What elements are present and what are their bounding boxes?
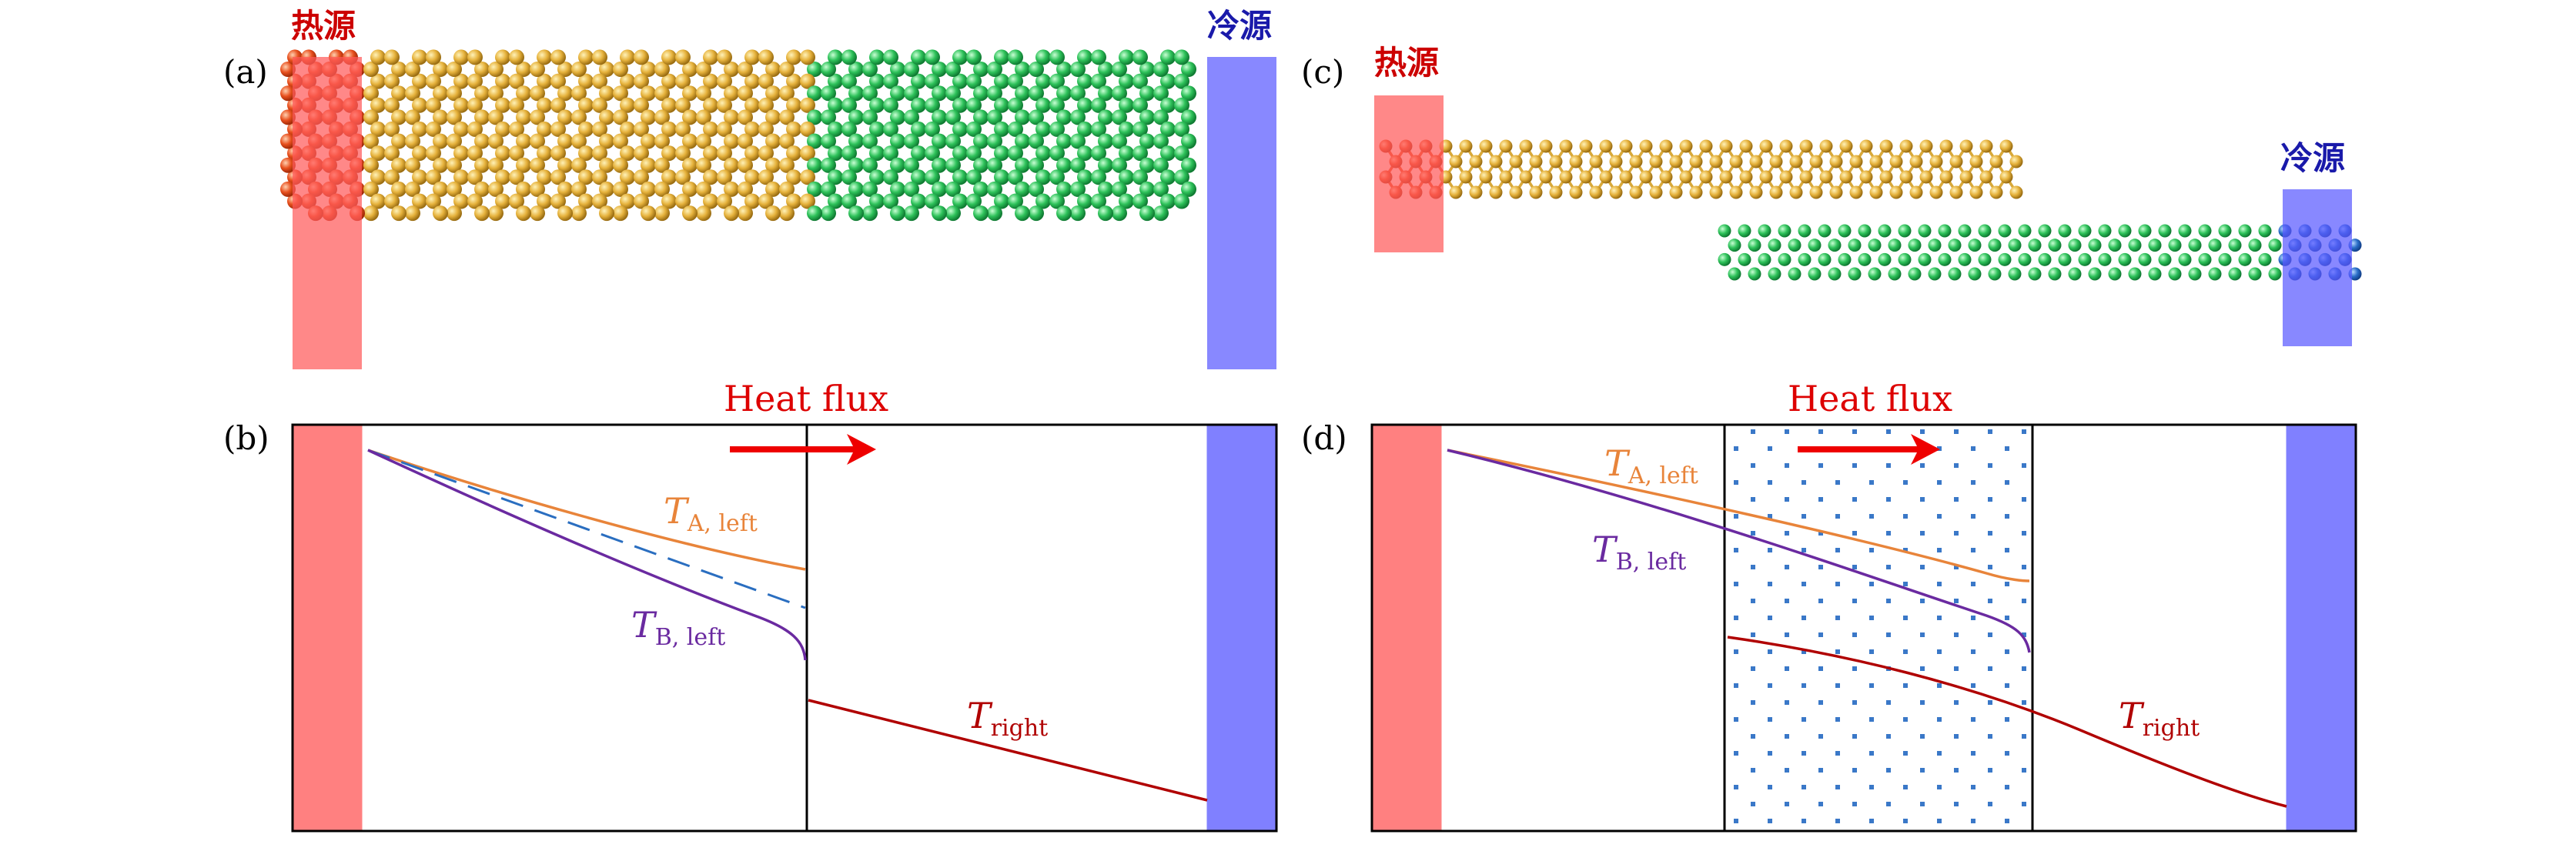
- panel-b-curve-t-a-left: [367, 449, 806, 571]
- panel-b: (b) Heat flux TA, left TB, left Tright: [223, 378, 1278, 833]
- panel-d-curve-t-a-left: [1447, 449, 2030, 582]
- panel-a-cold-reservoir: [1207, 57, 1276, 369]
- panel-d-curve-t-right: [1727, 636, 2287, 808]
- panel-d-t-right-label: Tright: [2119, 695, 2200, 742]
- panel-d-heat-flux-label: Heat flux: [1788, 378, 1952, 419]
- panel-c-ribbon-a: [1379, 139, 2023, 199]
- panel-b-curve-mean-dashed: [367, 449, 806, 609]
- panel-c: (c) 热源 冷源: [1301, 44, 2362, 346]
- panel-c-label: (c): [1301, 53, 1344, 91]
- panel-d-curve-t-b-left: [1447, 449, 2031, 653]
- panel-a-atoms: [280, 49, 1196, 222]
- panel-c-cold-reservoir: [2283, 189, 2352, 346]
- panel-d-t-a-left-label: TA, left: [1604, 442, 1698, 489]
- panel-a-hot-source-label: 热源: [291, 7, 356, 45]
- panel-d-t-b-left-label: TB, left: [1592, 529, 1686, 576]
- panel-b-t-b-left-label: TB, left: [631, 604, 725, 651]
- panel-b-heat-flux-arrow-head: [847, 434, 876, 465]
- panel-d: (d) Heat flux TA, left TB, left Tright: [1301, 378, 2357, 833]
- panel-a-hot-reservoir: [293, 57, 362, 369]
- panel-b-t-right-label: Tright: [967, 695, 1048, 742]
- panel-a-label: (a): [223, 53, 268, 91]
- panel-d-label: (d): [1301, 419, 1347, 457]
- panel-d-overlap-region: [1725, 426, 2032, 830]
- panel-b-cold-reservoir: [1206, 426, 1276, 830]
- panel-d-cold-reservoir: [2286, 426, 2355, 830]
- panel-a: (a) 热源 冷源: [223, 7, 1276, 369]
- panel-b-hot-reservoir: [293, 426, 363, 830]
- panel-b-curve-t-right: [808, 699, 1208, 802]
- panel-d-heat-flux-arrow-head: [1911, 434, 1940, 465]
- panel-a-lattice: [280, 49, 1196, 222]
- panel-b-heat-flux-label: Heat flux: [724, 378, 888, 419]
- panel-b-curve-t-b-left: [367, 449, 807, 661]
- panel-a-cold-source-label: 冷源: [1207, 7, 1272, 45]
- ribbonTop-bonds: [1384, 145, 2018, 193]
- panel-c-ribbon-b: [1718, 224, 2362, 281]
- ribbonBot-atoms: [1718, 224, 2362, 281]
- panel-c-hot-source-label: 热源: [1374, 44, 1439, 82]
- panel-c-cold-source-label: 冷源: [2280, 139, 2345, 177]
- panel-b-t-a-left-label: TA, left: [664, 490, 758, 537]
- panel-d-hot-reservoir: [1373, 426, 1442, 830]
- panel-b-label: (b): [223, 419, 269, 457]
- panel-c-hot-reservoir: [1374, 95, 1444, 252]
